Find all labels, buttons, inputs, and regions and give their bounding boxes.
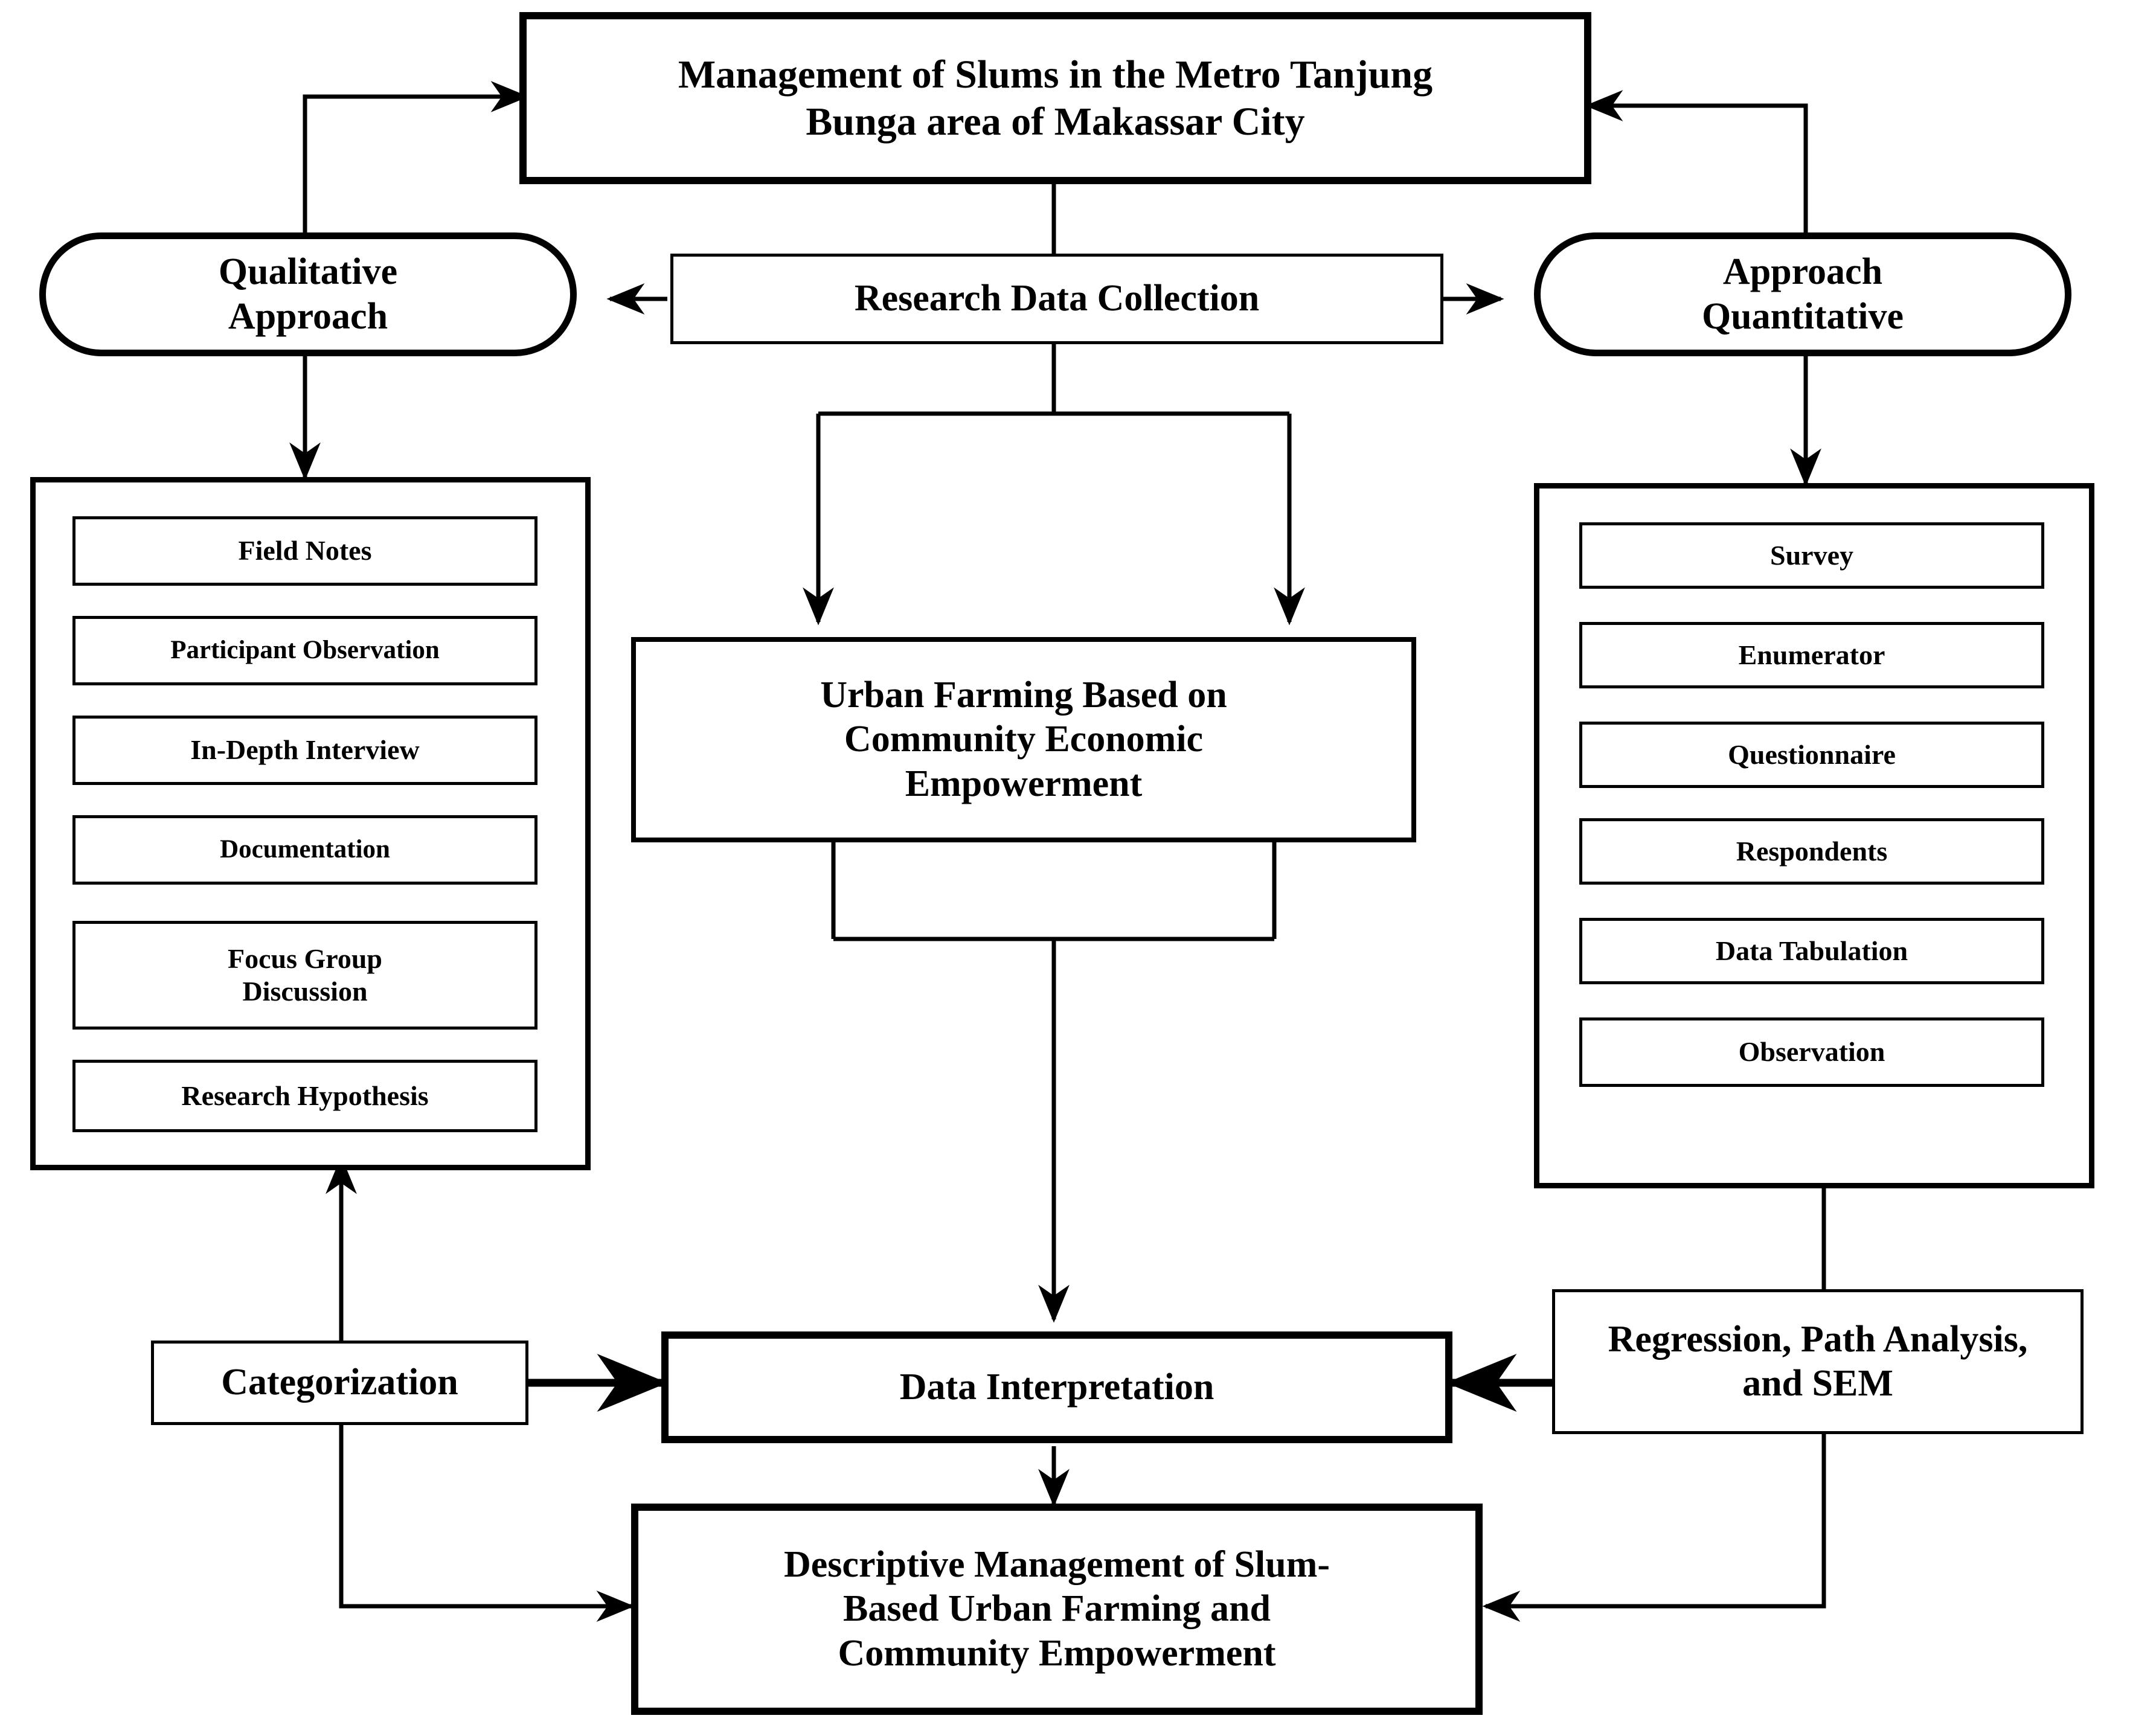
- method-item: Observation: [1579, 1017, 2044, 1087]
- wire-feedback-right-to-title: [1585, 90, 1808, 242]
- urban-farming-box: Urban Farming Based on Community Economi…: [631, 637, 1416, 842]
- quantitative-approach-node: Approach Quantitative: [1534, 232, 2071, 356]
- method-item: Focus Group Discussion: [72, 921, 537, 1030]
- categorization-box: Categorization: [151, 1341, 528, 1425]
- research-data-collection-box: Research Data Collection: [670, 254, 1443, 344]
- method-item: Data Tabulation: [1579, 918, 2044, 984]
- method-item: In-Depth Interview: [72, 716, 537, 785]
- method-item: Respondents: [1579, 818, 2044, 885]
- wire-categorization-to-outcome: [339, 1425, 635, 1622]
- title-box: Management of Slums in the Metro Tanjung…: [519, 12, 1591, 184]
- method-item: Survey: [1579, 522, 2044, 589]
- method-item: Enumerator: [1579, 622, 2044, 688]
- method-item: Research Hypothesis: [72, 1060, 537, 1132]
- wire-feedback-left-to-title: [303, 81, 529, 242]
- outcome-box: Descriptive Management of Slum- Based Ur…: [631, 1504, 1483, 1715]
- method-item: Questionnaire: [1579, 722, 2044, 788]
- method-item: Documentation: [72, 815, 537, 885]
- qualitative-approach-node: Qualitative Approach: [39, 232, 577, 356]
- method-item: Field Notes: [72, 516, 537, 586]
- wire-analysis-to-outcome: [1482, 1431, 1826, 1622]
- method-item: Participant Observation: [72, 616, 537, 685]
- analysis-methods-box: Regression, Path Analysis, and SEM: [1552, 1289, 2084, 1434]
- data-interpretation-box: Data Interpretation: [661, 1331, 1452, 1443]
